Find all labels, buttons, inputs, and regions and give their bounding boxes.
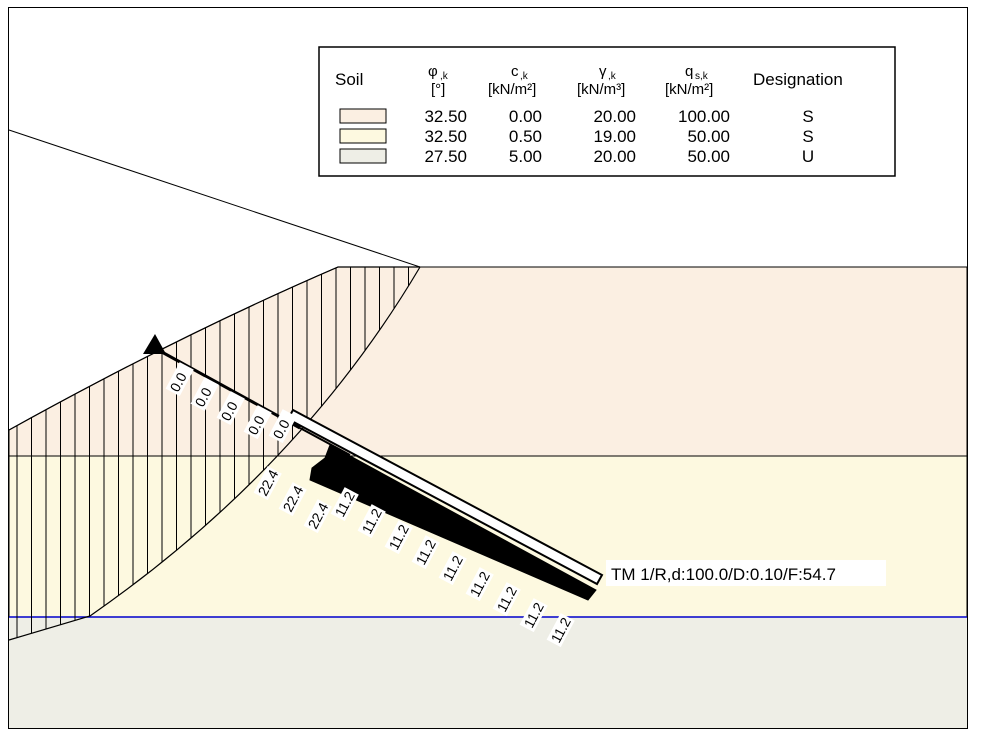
force-label-background — [165, 362, 194, 397]
anchor-head-icon — [143, 334, 166, 354]
anchor-label-background — [606, 560, 886, 586]
legend-col-phi-unit: [°] — [431, 81, 445, 98]
legend-cell-qs: 50.00 — [687, 127, 730, 146]
legend-cell-c: 0.00 — [509, 107, 542, 126]
legend-col-q-sub: s,k — [695, 71, 709, 82]
legend-cell-designation: S — [802, 127, 813, 146]
force-label-background — [384, 520, 413, 555]
legend-col-designation: Designation — [753, 70, 843, 89]
force-label-background — [546, 613, 575, 648]
legend-cell-phi: 32.50 — [424, 107, 467, 126]
force-label-background — [190, 377, 219, 412]
ground-line-upper — [8, 129, 421, 268]
anchor — [143, 334, 604, 601]
legend-col-q-unit: [kN/m²] — [665, 81, 713, 98]
force-label-background — [438, 551, 467, 586]
legend-col-c-sub: ,k — [520, 71, 529, 82]
legend-swatch — [339, 128, 387, 144]
legend-swatch — [339, 108, 387, 124]
legend-cell-phi: 27.50 — [424, 147, 467, 166]
legend-col-phi-symbol: φ — [428, 63, 438, 80]
force-label-background — [492, 582, 521, 617]
force-label-background — [411, 535, 440, 570]
force-label-background — [253, 466, 282, 501]
legend-col-soil: Soil — [335, 70, 363, 89]
slip-surface — [8, 266, 421, 641]
force-label-background — [243, 405, 272, 440]
soil-layer-3 — [9, 617, 967, 728]
legend-cell-gamma: 20.00 — [593, 147, 636, 166]
legend-cell-c: 0.50 — [509, 127, 542, 146]
force-label-background — [519, 598, 548, 633]
legend-cell-designation: U — [802, 147, 814, 166]
legend-col-c-symbol: c — [511, 63, 519, 80]
force-label-background — [357, 504, 386, 539]
force-label-background — [465, 567, 494, 602]
force-label-background — [303, 499, 332, 534]
force-label-background — [216, 391, 245, 426]
legend-col-q-symbol: q — [685, 63, 693, 80]
legend-col-c-unit: [kN/m²] — [488, 81, 536, 98]
force-label-background — [330, 487, 359, 522]
anchor-bar — [299, 427, 351, 456]
force-label-background — [278, 482, 307, 517]
soil-legend: Soil φ ,k [°] c ,k [kN/m²] γ ,k [kN/m³] … — [318, 46, 896, 177]
anchor-free-length — [159, 349, 301, 430]
legend-col-gamma-symbol: γ — [599, 63, 607, 80]
legend-col-gamma-unit: [kN/m³] — [577, 81, 625, 98]
legend-box — [318, 46, 896, 177]
legend-col-gamma-sub: ,k — [608, 71, 617, 82]
force-label-background — [268, 409, 297, 444]
slope-surface — [8, 266, 420, 431]
legend-swatch — [339, 148, 387, 164]
legend-cell-designation: S — [802, 107, 813, 126]
legend-cell-qs: 50.00 — [687, 147, 730, 166]
legend-cell-phi: 32.50 — [424, 127, 467, 146]
anchor-label: TM 1/R,d:100.0/D:0.10/F:54.7 — [611, 565, 836, 584]
legend-cell-gamma: 19.00 — [593, 127, 636, 146]
legend-cell-gamma: 20.00 — [593, 107, 636, 126]
legend-cell-qs: 100.00 — [678, 107, 730, 126]
legend-col-phi-sub: ,k — [440, 71, 449, 82]
anchor-grout-body — [309, 444, 597, 601]
legend-cell-c: 5.00 — [509, 147, 542, 166]
